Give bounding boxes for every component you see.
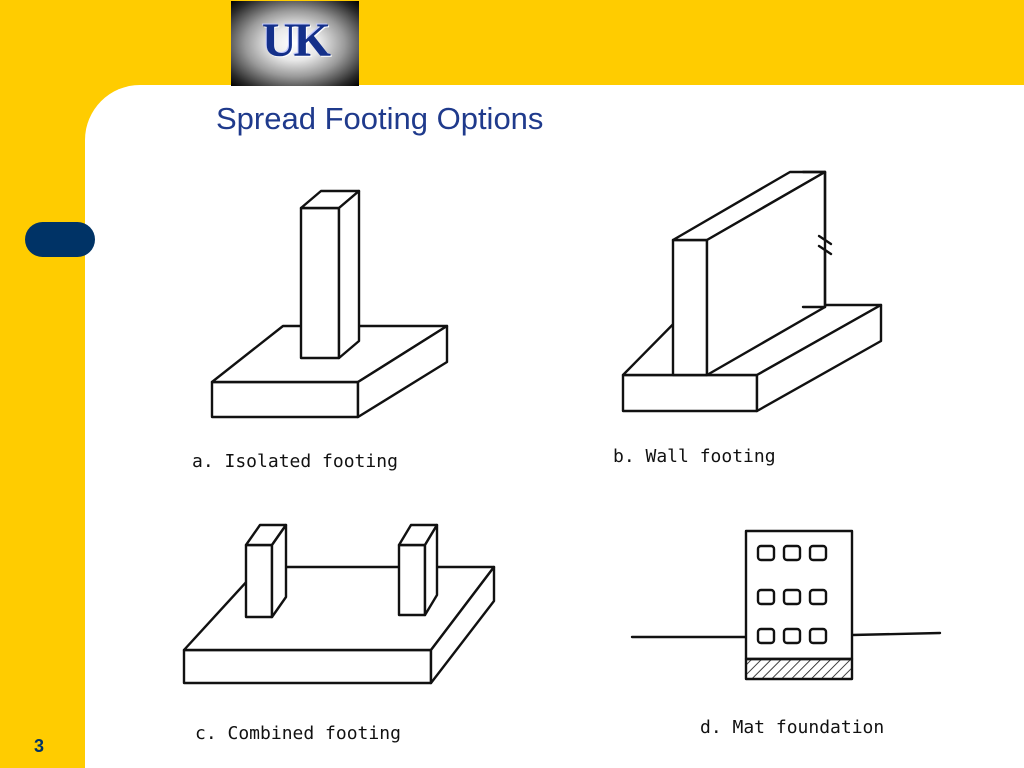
mat-foundation-drawing [630, 529, 942, 681]
isolated-footing-drawing [210, 189, 449, 419]
wall-footing-drawing [621, 170, 883, 413]
accent-tab [25, 222, 95, 257]
uk-logo: UK [231, 1, 359, 86]
caption-isolated-footing: a. Isolated footing [192, 451, 398, 472]
combined-footing-drawing [182, 523, 496, 685]
caption-combined-footing: c. Combined footing [195, 723, 401, 744]
caption-mat-foundation: d. Mat foundation [700, 717, 885, 738]
slide-number: 3 [34, 736, 45, 756]
slide-title: Spread Footing Options [216, 101, 544, 136]
caption-wall-footing: b. Wall footing [613, 446, 776, 467]
logo-text: UK [262, 14, 331, 67]
